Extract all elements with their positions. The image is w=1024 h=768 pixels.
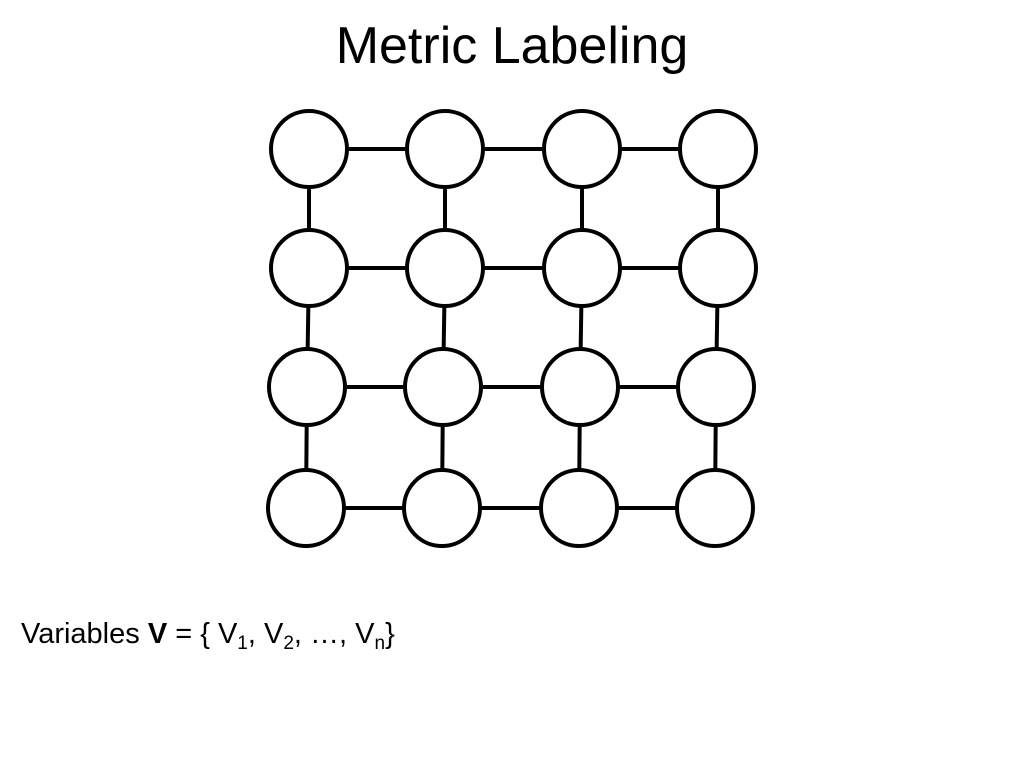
node-r3-c4	[676, 347, 756, 427]
node-r1-c1	[269, 109, 349, 189]
node-r1-c2	[405, 109, 485, 189]
node-r1-c4	[678, 109, 758, 189]
caption-ellipsis: , …,	[293, 618, 356, 650]
node-r3-c3	[540, 347, 620, 427]
node-r4-c2	[402, 468, 482, 548]
graph-nodes	[266, 109, 758, 548]
caption-sub-1: 1	[237, 633, 248, 654]
node-r3-c1	[267, 347, 347, 427]
graph-edges	[304, 147, 720, 510]
caption-prefix: Variables	[21, 618, 148, 650]
caption-sub-n: n	[374, 633, 386, 654]
slide-title: Metric Labeling	[335, 17, 689, 75]
caption-var-n: V	[355, 618, 375, 650]
caption-var-2: V	[264, 618, 284, 650]
node-r4-c1	[266, 468, 346, 548]
caption-var-1: V	[217, 618, 238, 650]
variables-caption: Variables V = { V1, V2, …, Vn}	[21, 614, 395, 654]
caption-close-brace: }	[385, 618, 395, 650]
caption-sub-2: 2	[283, 633, 294, 654]
node-r2-c4	[678, 228, 758, 308]
caption-bold-symbol: V	[147, 618, 168, 650]
node-r4-c3	[539, 468, 619, 548]
node-r4-c4	[675, 468, 755, 548]
node-r2-c3	[542, 228, 622, 308]
node-r2-c1	[269, 228, 349, 308]
node-r2-c2	[405, 228, 485, 308]
caption-equals-open: = {	[167, 618, 218, 650]
node-r3-c2	[403, 347, 483, 427]
node-r1-c3	[542, 109, 622, 189]
caption-separator: ,	[247, 618, 264, 650]
